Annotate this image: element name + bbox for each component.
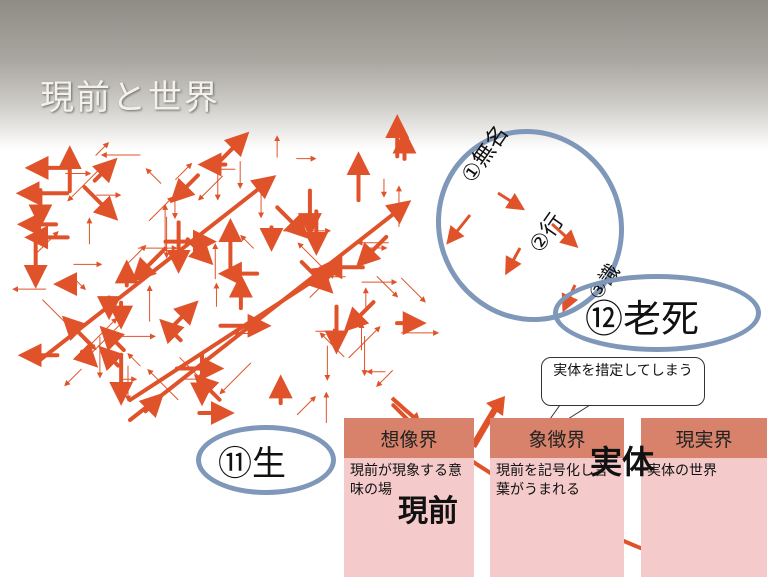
decor-arrow xyxy=(348,326,381,359)
decor-arrow xyxy=(319,332,345,358)
decor-arrow xyxy=(401,277,426,303)
box-genjitsukai: 現実界 実体の世界 xyxy=(641,418,767,577)
decor-arrow xyxy=(297,242,327,272)
decor-arrow xyxy=(131,246,168,283)
label-roushi: ⑫老死 xyxy=(585,297,700,341)
decor-arrow xyxy=(72,276,86,291)
box-body: 実体の世界 xyxy=(641,458,767,577)
decor-arrow xyxy=(197,175,223,201)
decor-arrow xyxy=(343,300,376,332)
decor-arrow xyxy=(275,205,309,239)
decor-arrow xyxy=(296,395,316,416)
decor-arrow xyxy=(193,374,222,402)
decor-arrow xyxy=(82,185,119,221)
box-souzoukai: 想像界 現前が現象する意味の場 xyxy=(344,418,474,577)
decor-arrow xyxy=(72,342,99,368)
decor-arrow xyxy=(376,275,399,298)
box-body: 現前が現象する意味の場 xyxy=(344,458,474,577)
decor-arrow xyxy=(376,370,393,387)
decor-arrow xyxy=(63,317,97,351)
label-shou: ⑪生 xyxy=(218,444,286,484)
decor-arrow xyxy=(216,131,250,165)
callout-bubble: 実体を措定してしまう xyxy=(541,357,705,406)
label-jittai: 実体 xyxy=(590,443,655,481)
title-banner xyxy=(0,0,768,150)
box-header: 現実界 xyxy=(641,418,767,458)
shou-ellipse xyxy=(196,425,336,495)
decor-arrow xyxy=(42,299,73,331)
upward-arrow xyxy=(470,396,505,448)
roushi-ellipse xyxy=(553,274,761,352)
decor-arrow xyxy=(240,234,254,249)
decor-arrow xyxy=(92,157,118,184)
box-header: 象徴界 xyxy=(490,418,624,458)
decor-arrow xyxy=(175,162,193,180)
label-genzen: 現前 xyxy=(398,494,458,529)
decor-arrow xyxy=(164,300,199,335)
decor-arrow xyxy=(159,318,185,345)
decor-arrow xyxy=(170,173,200,204)
decor-arrow xyxy=(127,244,147,265)
box-shouchoukai: 象徴界 現前を記号化し言葉がうまれる xyxy=(490,418,624,577)
decor-arrow xyxy=(127,353,141,367)
chain-arrow xyxy=(505,247,522,276)
box-header: 想像界 xyxy=(344,418,474,458)
chain-arrow xyxy=(497,191,526,211)
decor-arrow xyxy=(38,175,277,362)
decor-arrow xyxy=(95,142,110,156)
slide-title: 現前と世界 xyxy=(40,78,220,118)
decor-arrow xyxy=(128,265,337,402)
decor-arrow xyxy=(99,325,126,353)
decor-arrow xyxy=(145,168,162,184)
decor-arrow xyxy=(98,345,124,372)
decor-arrow xyxy=(219,362,252,395)
box-body: 現前を記号化し言葉がうまれる xyxy=(490,458,624,577)
decor-arrow xyxy=(148,196,174,222)
decor-arrow xyxy=(147,368,179,401)
chain-arrow xyxy=(446,214,472,245)
decor-arrow xyxy=(355,234,389,268)
decor-arrow xyxy=(37,231,59,253)
decor-arrow xyxy=(64,368,82,387)
chain-arrow xyxy=(550,222,579,249)
